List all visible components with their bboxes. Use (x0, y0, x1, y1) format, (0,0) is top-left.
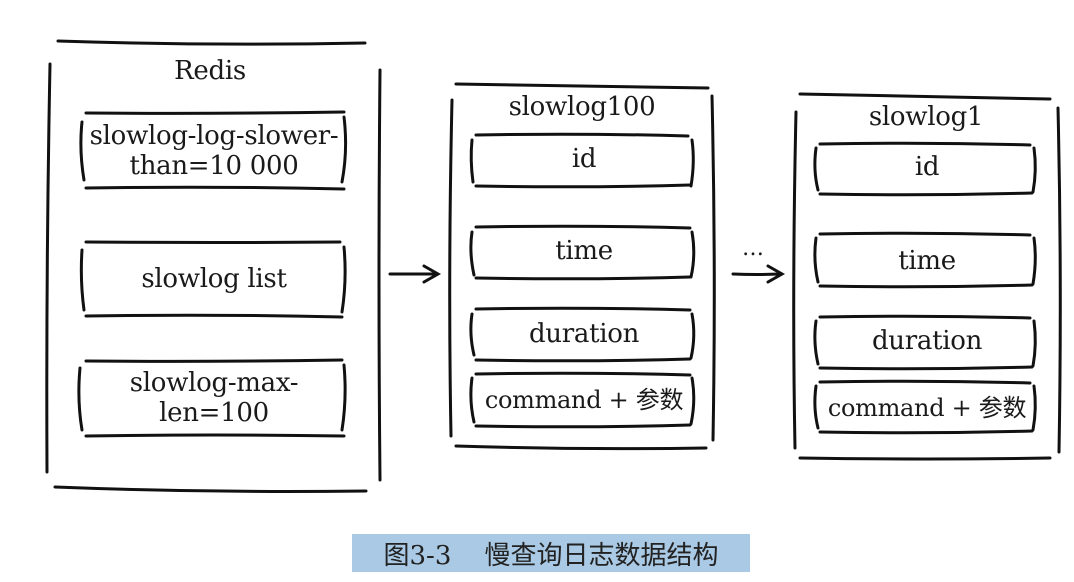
redis-field-2-line2: len=100 (159, 398, 269, 428)
entry-field-1-3: command + 参数 (827, 394, 1027, 422)
entry-field-box-0-3 (469, 371, 696, 429)
arrow-to-slowlog1 (731, 264, 786, 284)
redis-field-box-2 (77, 358, 347, 438)
redis-title: Redis (174, 56, 246, 86)
redis-field-box-1 (79, 240, 347, 319)
redis-field-0-line1: slowlog-log-slower- (89, 121, 339, 151)
figure-caption-label: 图3-3 (383, 540, 452, 571)
figure-caption-text: 慢查询日志数据结构 (484, 540, 719, 571)
redis-field-0-line2: than=10 000 (129, 151, 299, 181)
entry-field-1-0: id (914, 152, 940, 182)
entry-title-0: slowlog100 (508, 92, 656, 122)
redis-field-0: slowlog-log-slower- than=10 000 (88, 121, 340, 181)
redis-panel-frame (45, 39, 382, 493)
entry-field-0-2: duration (528, 319, 640, 349)
redis-field-2: slowlog-max- len=100 (88, 368, 340, 428)
entry-field-box-1-1 (813, 231, 1037, 289)
entry-field-0-1: time (555, 236, 613, 266)
figure-caption-gap (451, 538, 484, 568)
entry-field-0-0: id (571, 144, 597, 174)
entry-field-box-1-0 (813, 141, 1037, 197)
entry-field-1-1: time (898, 246, 956, 276)
entry-field-box-0-2 (469, 306, 696, 363)
figure-caption: 图3-3 慢查询日志数据结构 (352, 534, 750, 572)
entry-panel-frame-0 (448, 82, 716, 451)
redis-field-box-0 (79, 110, 348, 191)
entry-field-box-1-2 (813, 314, 1037, 371)
entry-field-box-1-3 (813, 379, 1037, 435)
entry-field-1-2: duration (871, 326, 983, 356)
arrow-redis-to-slowlog100 (388, 264, 442, 284)
entry-title-1: slowlog1 (868, 102, 984, 132)
entry-field-box-0-0 (469, 132, 695, 189)
entry-field-0-3: command + 参数 (484, 386, 684, 414)
entry-panel-frame-1 (792, 92, 1062, 461)
ellipsis: … (742, 236, 764, 261)
redis-field-1: slowlog list (88, 264, 340, 294)
entry-field-box-0-1 (469, 224, 696, 281)
redis-field-1-line1: slowlog list (141, 264, 287, 294)
redis-field-2-line1: slowlog-max- (129, 368, 299, 398)
